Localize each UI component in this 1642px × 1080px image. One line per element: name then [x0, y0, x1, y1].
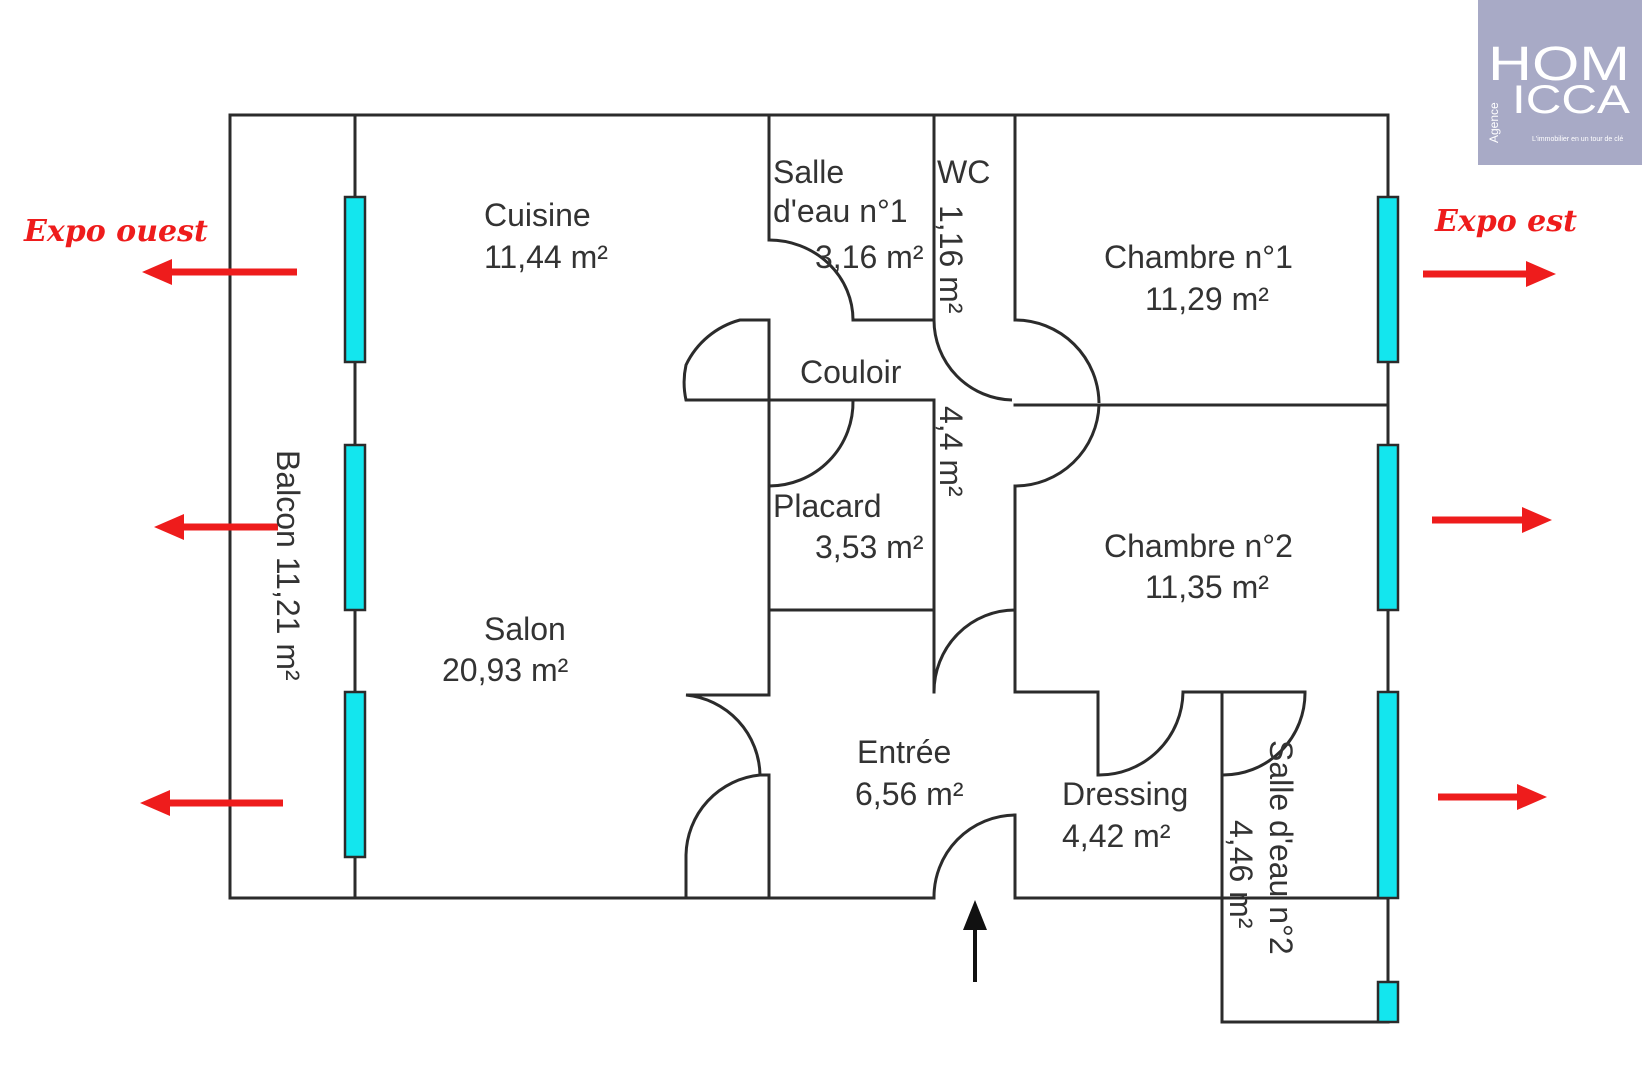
expo-east-label: Expo est — [1434, 204, 1577, 239]
window-west-2 — [343, 443, 367, 612]
logo-tagline: L'immobilier en un tour de clé — [1532, 136, 1623, 143]
salle-eau-2-area: 4,46 m² — [1223, 820, 1259, 929]
wc-area: 1,16 m² — [933, 205, 969, 314]
door-couloir-entree — [932, 608, 1016, 693]
salle-eau-1-name-line2: d'eau n°1 — [773, 193, 908, 229]
door-dressing — [1097, 691, 1185, 777]
window-west-3 — [343, 690, 367, 859]
cuisine-area: 11,44 m² — [484, 239, 608, 275]
couloir-area: 4,4 m² — [933, 406, 969, 497]
salle-eau-1-area: 3,16 m² — [815, 239, 924, 275]
agency-logo: HOM ICCA Agence L'immobilier en un tour … — [1478, 0, 1642, 165]
couloir-name: Couloir — [800, 354, 902, 390]
chambre-1-area: 11,29 m² — [1145, 281, 1269, 317]
dressing-area: 4,42 m² — [1062, 818, 1171, 854]
expo-west-label: Expo ouest — [23, 214, 208, 249]
wc-name: WC — [937, 154, 990, 190]
window-east-4 — [1376, 980, 1400, 1024]
entree-area: 6,56 m² — [855, 776, 964, 812]
doors — [682, 238, 1307, 899]
door-cuisine — [682, 318, 769, 402]
window-east-3 — [1376, 690, 1400, 900]
logo-line-2: ICCA — [1512, 78, 1630, 122]
balcon-label: Balcon 11,21 m² — [270, 450, 306, 681]
windows — [343, 195, 1400, 1024]
door-chambre-2 — [1014, 404, 1101, 488]
salle-eau-1-name-line1: Salle — [773, 154, 844, 190]
window-east-2 — [1376, 443, 1400, 612]
chambre-1-name: Chambre n°1 — [1104, 239, 1293, 275]
door-chambre-1 — [1014, 318, 1101, 404]
room-labels: Cuisine 11,44 m² Salle d'eau n°1 3,16 m²… — [270, 154, 1299, 955]
door-dressing-entree — [932, 813, 1016, 899]
door-salon — [684, 693, 769, 898]
door-placard — [768, 399, 855, 488]
door-salle-eau-1 — [768, 238, 855, 321]
logo-side-text: Agence — [1487, 102, 1501, 143]
door-wc — [932, 319, 1013, 402]
salle-eau-2-name: Salle d'eau n°2 — [1263, 740, 1299, 955]
cuisine-name: Cuisine — [484, 197, 591, 233]
entree-name: Entrée — [857, 734, 951, 770]
dressing-name: Dressing — [1062, 776, 1188, 812]
window-west-1 — [343, 195, 367, 364]
placard-area: 3,53 m² — [815, 529, 924, 565]
exposure-arrows — [140, 259, 1556, 816]
salon-name: Salon — [484, 611, 566, 647]
entry-arrow — [963, 900, 987, 982]
logo-line-1: HOM — [1488, 38, 1630, 91]
placard-name: Placard — [773, 488, 882, 524]
window-east-1 — [1376, 195, 1400, 364]
chambre-2-area: 11,35 m² — [1145, 569, 1269, 605]
door-salle-eau-2 — [1221, 691, 1307, 777]
chambre-2-name: Chambre n°2 — [1104, 528, 1293, 564]
salon-area: 20,93 m² — [442, 652, 569, 688]
